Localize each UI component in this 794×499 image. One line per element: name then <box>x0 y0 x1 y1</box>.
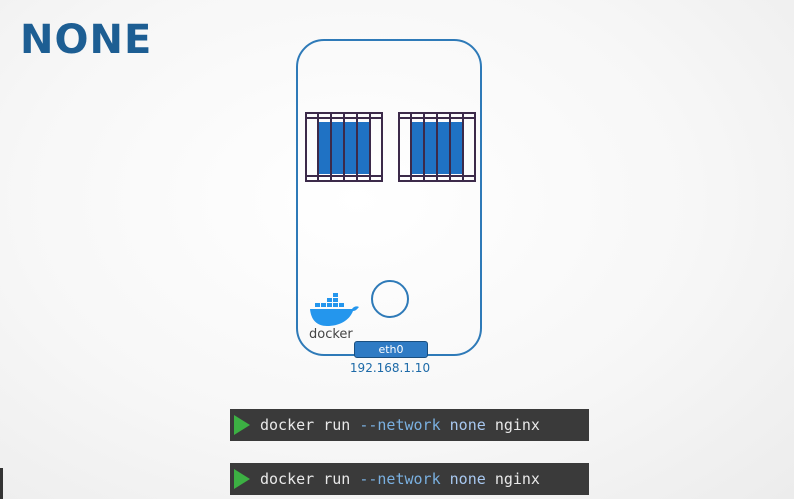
container-cage-icon <box>398 112 476 182</box>
command-line[interactable]: docker run --network none nginx <box>230 409 589 441</box>
page-title: NONE <box>20 17 153 63</box>
edge-mark <box>0 468 3 499</box>
docker-logo-text: docker <box>309 327 353 341</box>
play-icon[interactable] <box>234 469 250 489</box>
eth0-interface: eth0 <box>354 341 428 358</box>
docker-whale-icon: docker <box>309 293 359 341</box>
network-namespace-circle <box>371 280 409 318</box>
play-icon[interactable] <box>234 415 250 435</box>
command-text: docker run --network none nginx <box>260 416 540 434</box>
host-ip-address: 192.168.1.10 <box>349 361 431 375</box>
command-line[interactable]: docker run --network none nginx <box>230 463 589 495</box>
container-cage-icon <box>305 112 383 182</box>
command-text: docker run --network none nginx <box>260 470 540 488</box>
